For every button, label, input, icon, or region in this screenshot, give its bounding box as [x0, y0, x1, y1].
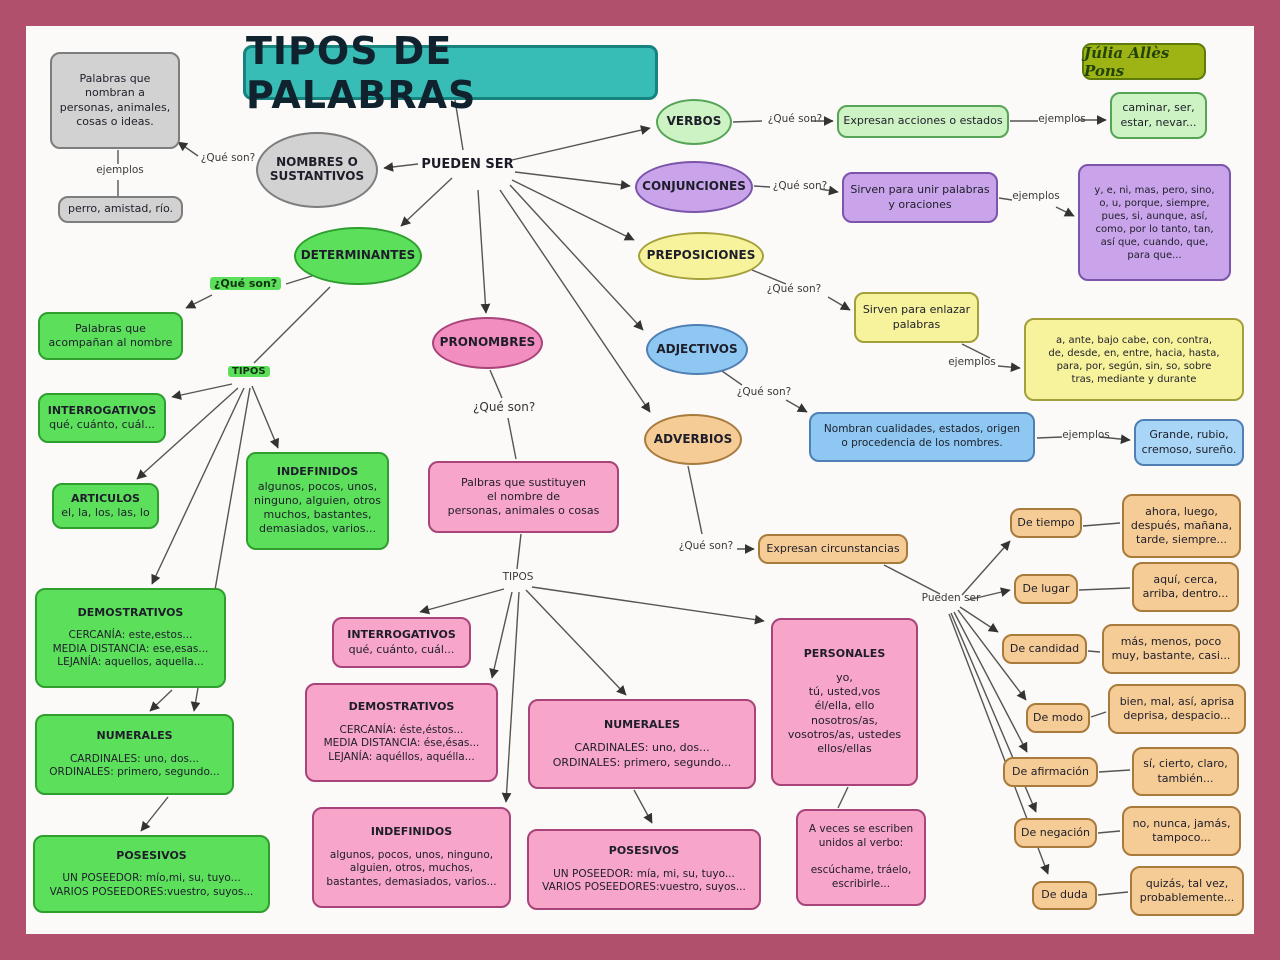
determinantes-definition: Palabras que acompañan al nombre: [38, 312, 183, 360]
det-demostrativos-body: CERCANÍA: este,estos... MEDIA DISTANCIA:…: [52, 629, 209, 669]
det-indefinidos: INDEFINIDOS algunos, pocos, unos, ningun…: [246, 452, 389, 550]
det-indefinidos-title: INDEFINIDOS: [276, 465, 359, 479]
label-tipos-determinantes: TIPOS: [228, 366, 270, 377]
adverbio-examples-afirmacion: sí, cierto, claro, también...: [1132, 747, 1239, 796]
pron-indefinidos-title: INDEFINIDOS: [370, 825, 453, 839]
pron-indefinidos: INDEFINIDOS algunos, pocos, unos, ningun…: [312, 807, 511, 908]
adverbio-examples-modo: bien, mal, así, aprisa deprisa, despacio…: [1108, 684, 1246, 734]
det-numerales-title: NUMERALES: [96, 729, 173, 743]
det-posesivos-body: UN POSEEDOR: mío,mi, su, tuyo... VARIOS …: [49, 872, 254, 898]
nombres-ellipse: NOMBRES O SUSTANTIVOS: [256, 132, 378, 208]
adverbio-kind-tiempo: De tiempo: [1010, 508, 1082, 538]
label-pueden-ser-small: Pueden ser: [921, 592, 981, 604]
label-que-son-preposiciones: ¿Qué son?: [766, 283, 822, 295]
adverbio-kind-afirmacion: De afirmación: [1003, 757, 1098, 787]
nombres-examples: perro, amistad, río.: [58, 196, 183, 223]
adjetivos-definition: Nombran cualidades, estados, origen o pr…: [809, 412, 1035, 462]
adjetivos-examples: Grande, rubio, cremoso, sureño.: [1134, 419, 1244, 466]
pron-numerales-body: CARDINALES: uno, dos... ORDINALES: prime…: [552, 741, 732, 769]
label-que-son-pronombres: ¿Qué son?: [473, 400, 536, 414]
det-interrogativos-title: INTERROGATIVOS: [47, 403, 157, 417]
adverbio-kind-duda: De duda: [1032, 881, 1097, 910]
conjunciones-ellipse: CONJUNCIONES: [635, 161, 753, 213]
det-demostrativos-title: DEMOSTRATIVOS: [77, 605, 184, 619]
adverbios-definition: Expresan circunstancias: [758, 534, 908, 564]
det-posesivos-title: POSESIVOS: [116, 848, 187, 862]
pron-demostrativos-title: DEMOSTRATIVOS: [348, 700, 455, 714]
adverbio-kind-negacion: De negación: [1014, 818, 1097, 848]
author-signature: Júlia Allès Pons: [1082, 43, 1206, 80]
verbos-ellipse: VERBOS: [656, 99, 732, 145]
det-articulos-body: el, la, los, las, lo: [61, 506, 150, 519]
pron-indefinidos-body: algunos, pocos, unos, ninguno, alguien, …: [326, 848, 497, 888]
adverbios-ellipse: ADVERBIOS: [644, 414, 742, 465]
det-articulos-title: ARTICULOS: [71, 491, 140, 505]
pron-posesivos-body: UN POSEEDOR: mía, mi, su, tuyo... VARIOS…: [542, 867, 746, 894]
pron-personales-note: A veces se escriben unidos al verbo: esc…: [796, 809, 926, 906]
adverbio-kind-modo: De modo: [1026, 703, 1090, 733]
adverbio-examples-tiempo: ahora, luego, después, mañana, tarde, si…: [1122, 494, 1241, 558]
det-numerales: NUMERALES CARDINALES: uno, dos... ORDINA…: [35, 714, 234, 795]
conjunciones-examples: y, e, ni, mas, pero, sino, o, u, porque,…: [1078, 164, 1231, 281]
adverbio-kind-cantidad: De candidad: [1002, 634, 1087, 664]
label-ejemplos-nombres: ejemplos: [96, 164, 144, 176]
pron-personales: PERSONALES yo, tú, usted,vos él/ella, el…: [771, 618, 918, 786]
pron-demostrativos-body: CERCANÍA: éste,éstos... MEDIA DISTANCIA:…: [323, 723, 480, 763]
pron-numerales: NUMERALES CARDINALES: uno, dos... ORDINA…: [528, 699, 756, 789]
adjetivos-ellipse: ADJECTIVOS: [646, 324, 748, 375]
pron-interrogativos: INTERROGATIVOS qué, cuánto, cuál...: [332, 617, 471, 668]
preposiciones-ellipse: PREPOSICIONES: [638, 232, 764, 280]
pron-demostrativos: DEMOSTRATIVOS CERCANÍA: éste,éstos... ME…: [305, 683, 498, 782]
label-que-son-nombres: ¿Qué son?: [200, 152, 256, 164]
adverbio-examples-lugar: aquí, cerca, arriba, dentro...: [1132, 562, 1239, 612]
determinantes-ellipse: DETERMINANTES: [294, 227, 422, 285]
label-ejemplos-verbos: ejemplos: [1038, 113, 1086, 125]
pron-interrogativos-title: INTERROGATIVOS: [347, 628, 456, 642]
adverbio-examples-duda: quizás, tal vez, probablemente...: [1130, 866, 1244, 916]
label-tipos-pronombres: TIPOS: [502, 571, 534, 583]
verbos-definition: Expresan acciones o estados: [837, 105, 1009, 138]
pron-posesivos-title: POSESIVOS: [608, 844, 680, 858]
preposiciones-definition: Sirven para enlazar palabras: [854, 292, 979, 343]
verbos-examples: caminar, ser, estar, nevar...: [1110, 92, 1207, 139]
adverbio-examples-cantidad: más, menos, poco muy, bastante, casi...: [1102, 624, 1240, 674]
preposiciones-examples: a, ante, bajo cabe, con, contra, de, des…: [1024, 318, 1244, 401]
det-articulos: ARTICULOS el, la, los, las, lo: [52, 483, 159, 529]
label-pueden-ser: PUEDEN SER: [421, 157, 514, 172]
pron-personales-title: PERSONALES: [803, 647, 886, 661]
label-que-son-adverbios: ¿Qué son?: [678, 540, 734, 552]
conjunciones-definition: Sirven para unir palabras y oraciones: [842, 172, 998, 223]
pronombres-definition: Palbras que sustituyen el nombre de pers…: [428, 461, 619, 533]
det-numerales-body: CARDINALES: uno, dos... ORDINALES: prime…: [49, 752, 220, 779]
det-posesivos: POSESIVOS UN POSEEDOR: mío,mi, su, tuyo.…: [33, 835, 270, 913]
label-que-son-determinantes: ¿Qué son?: [210, 277, 282, 290]
nombres-definition: Palabras que nombran a personas, animale…: [50, 52, 180, 149]
adverbio-kind-lugar: De lugar: [1014, 574, 1078, 604]
pronombres-ellipse: PRONOMBRES: [432, 317, 543, 369]
pron-posesivos: POSESIVOS UN POSEEDOR: mía, mi, su, tuyo…: [527, 829, 761, 910]
det-interrogativos: INTERROGATIVOS qué, cuánto, cuál...: [38, 393, 166, 443]
label-ejemplos-preposiciones: ejemplos: [948, 356, 996, 368]
label-ejemplos-adjetivos: ejemplos: [1062, 429, 1110, 441]
label-que-son-verbos: ¿Qué son?: [767, 113, 823, 125]
label-que-son-adjetivos: ¿Qué son?: [736, 386, 792, 398]
adverbio-examples-negacion: no, nunca, jamás, tampoco...: [1122, 806, 1241, 856]
pron-numerales-title: NUMERALES: [603, 718, 681, 732]
pron-interrogativos-body: qué, cuánto, cuál...: [348, 642, 455, 656]
label-que-son-conjunciones: ¿Qué son?: [772, 180, 828, 192]
map-title: TIPOS DE PALABRAS: [243, 29, 658, 117]
det-interrogativos-body: qué, cuánto, cuál...: [49, 418, 155, 431]
det-demostrativos: DEMOSTRATIVOS CERCANÍA: este,estos... ME…: [35, 588, 226, 688]
pron-personales-body: yo, tú, usted,vos él/ella, ello nosotros…: [787, 670, 902, 756]
det-indefinidos-body: algunos, pocos, unos, ninguno, alguien, …: [254, 479, 381, 536]
label-ejemplos-conjunciones: ejemplos: [1012, 190, 1060, 202]
